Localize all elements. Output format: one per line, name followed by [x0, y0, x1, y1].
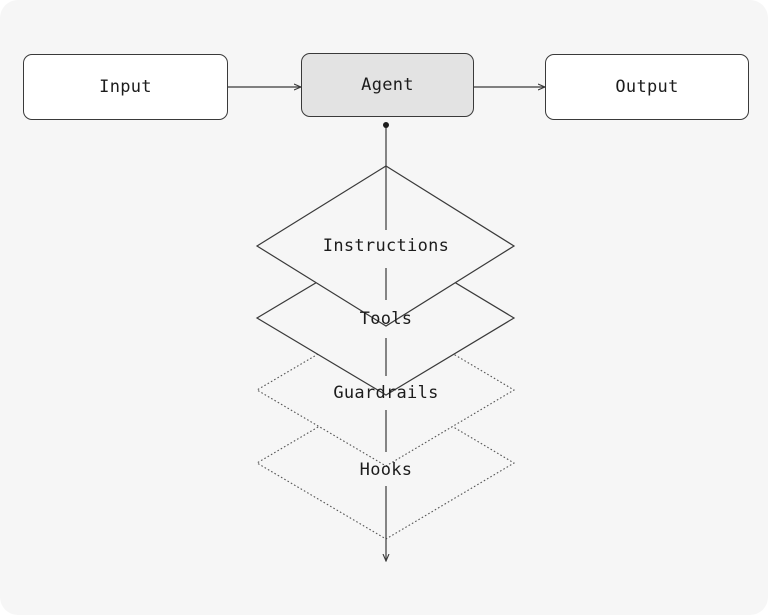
output-node: Output [545, 54, 749, 120]
input-node: Input [23, 54, 228, 120]
axis-origin-dot [383, 122, 389, 128]
agent-node-label: Agent [361, 75, 414, 95]
layer-label-tools: Tools [359, 309, 413, 329]
agent-node: Agent [301, 53, 474, 117]
layer-label-hooks: Hooks [359, 460, 413, 480]
input-node-label: Input [99, 77, 152, 97]
layer-label-instructions: Instructions [322, 236, 450, 256]
layer-diamond-instructions [255, 165, 516, 327]
layer-label-guardrails: Guardrails [333, 383, 439, 403]
output-node-label: Output [615, 77, 679, 97]
